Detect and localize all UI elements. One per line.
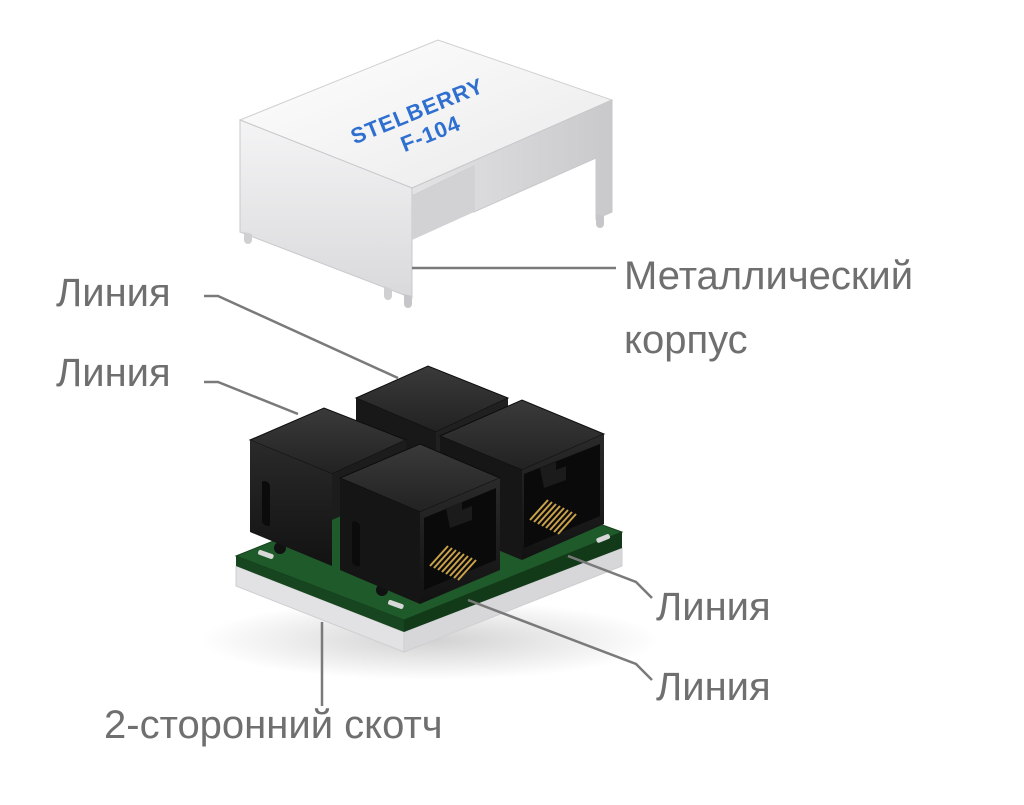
- leader-line-bottom-2: [467, 598, 653, 681]
- rj45-pins-right: [529, 499, 577, 535]
- rj45-jack-right: [438, 399, 606, 560]
- callout-line-top-1: Линия: [56, 271, 171, 315]
- cover-side-wall: [411, 99, 613, 220]
- metal-cover: STELBERRY F-104: [238, 39, 614, 308]
- rj45-pins-front: [429, 545, 477, 581]
- leader-lines: [204, 266, 653, 706]
- leader-line-bottom-1: [567, 554, 653, 599]
- callout-line-bottom-1: Линия: [656, 585, 771, 629]
- leader-line-top-2: [204, 380, 299, 416]
- leader-line-top-1: [204, 294, 399, 380]
- callout-line-bottom-2: Линия: [656, 665, 771, 709]
- callout-line-top-2: Линия: [56, 351, 171, 395]
- rj45-jack-front: [338, 443, 502, 604]
- callout-tape: 2-сторонний скотч: [104, 703, 443, 747]
- callout-metal-case: Металлический корпус: [624, 254, 914, 362]
